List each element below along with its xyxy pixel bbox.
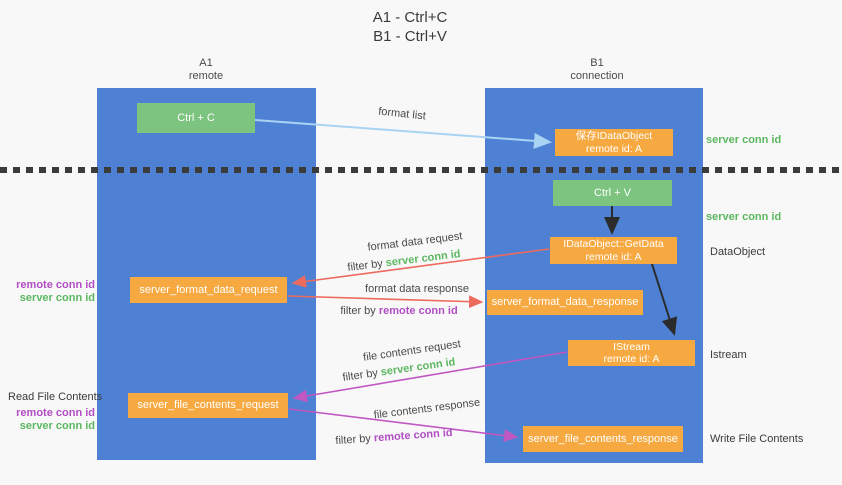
- read-file-contents-annotation: Read File Contents: [8, 391, 103, 403]
- server-conn-id-annotation: server conn id: [19, 420, 95, 432]
- ctrl-c-label: Ctrl + C: [177, 111, 215, 124]
- lane-a1-header: A1 remote: [146, 57, 266, 83]
- istream-annotation: Istream: [710, 349, 747, 361]
- lane-b1-header: B1 connection: [537, 57, 657, 83]
- server-conn-id-annotation-top: server conn id: [706, 134, 782, 146]
- format-data-response-filter-label: filter by remote conn id: [340, 305, 457, 317]
- server-file-contents-request-node: server_file_contents_request: [128, 393, 288, 418]
- server-file-contents-response-label: server_file_contents_response: [528, 432, 678, 445]
- istream-node: IStream remote id: A: [568, 340, 695, 366]
- idataobject-getdata-line2: remote id: A: [585, 250, 642, 263]
- filter-by-prefix: filter by: [346, 257, 387, 274]
- file-contents-response-filter-label: filter by remote conn id: [335, 427, 453, 447]
- diagram-title-line-1: A1 - Ctrl+C: [372, 9, 448, 26]
- dataobject-annotation: DataObject: [710, 246, 766, 258]
- server-file-contents-request-label: server_file_contents_request: [137, 399, 279, 412]
- remote-conn-id-annotation: remote conn id: [16, 279, 95, 291]
- file-contents-request-filter-label: filter by server conn id: [342, 356, 456, 384]
- diagram-title: A1 - Ctrl+C B1 - Ctrl+V: [300, 8, 520, 46]
- format-data-request-filter-label: filter by server conn id: [347, 248, 461, 274]
- server-conn-id-text: server conn id: [385, 248, 462, 270]
- istream-line2: remote id: A: [603, 353, 660, 365]
- file-contents-response-label: file contents response: [373, 396, 481, 422]
- filter-by-prefix: filter by: [335, 432, 375, 448]
- remote-conn-id-annotation: remote conn id: [16, 407, 95, 419]
- diagram-title-line-2: B1 - Ctrl+V: [373, 28, 447, 45]
- ctrl-v-label: Ctrl + V: [594, 186, 631, 199]
- server-conn-id-annotation-mid: server conn id: [706, 211, 782, 223]
- ctrl-v-node: Ctrl + V: [553, 180, 672, 206]
- save-idataobject-line1: 保存IDataObject: [575, 130, 653, 142]
- server-file-contents-response-node: server_file_contents_response: [523, 426, 683, 452]
- format-conn-ids-annotation: remote conn id server conn id: [0, 279, 95, 305]
- server-conn-id-annotation: server conn id: [19, 292, 95, 304]
- save-idataobject-node: 保存IDataObject remote id: A: [555, 129, 673, 156]
- remote-conn-id-text: remote conn id: [378, 305, 458, 317]
- file-conn-ids-annotation: remote conn id server conn id: [0, 407, 95, 433]
- format-list-label: format list: [377, 105, 427, 123]
- lane-b1-role: connection: [570, 70, 624, 82]
- lane-b1-name: B1: [590, 57, 604, 69]
- server-format-data-request-label: server_format_data_request: [139, 283, 278, 296]
- istream-line1: IStream: [613, 340, 650, 353]
- filter-by-prefix: filter by: [341, 366, 382, 384]
- idataobject-getdata-node: IDataObject::GetData remote id: A: [550, 237, 677, 264]
- server-format-data-response-node: server_format_data_response: [487, 290, 643, 315]
- lane-a1-role: remote: [188, 70, 224, 82]
- idataobject-getdata-line1: IDataObject::GetData: [563, 238, 664, 250]
- server-format-data-response-label: server_format_data_response: [491, 296, 639, 309]
- ctrl-c-node: Ctrl + C: [137, 103, 255, 133]
- arrow-format-data-response: [287, 295, 484, 309]
- format-data-response-label: format data response: [365, 283, 469, 295]
- write-file-contents-annotation: Write File Contents: [710, 433, 804, 445]
- dotted-separator-line: [0, 167, 842, 173]
- server-format-data-request-node: server_format_data_request: [130, 277, 287, 303]
- save-idataobject-line2: remote id: A: [585, 142, 643, 155]
- remote-conn-id-text: remote conn id: [373, 426, 453, 445]
- filter-by-prefix: filter by: [340, 305, 379, 317]
- lane-a1-name: A1: [199, 57, 213, 69]
